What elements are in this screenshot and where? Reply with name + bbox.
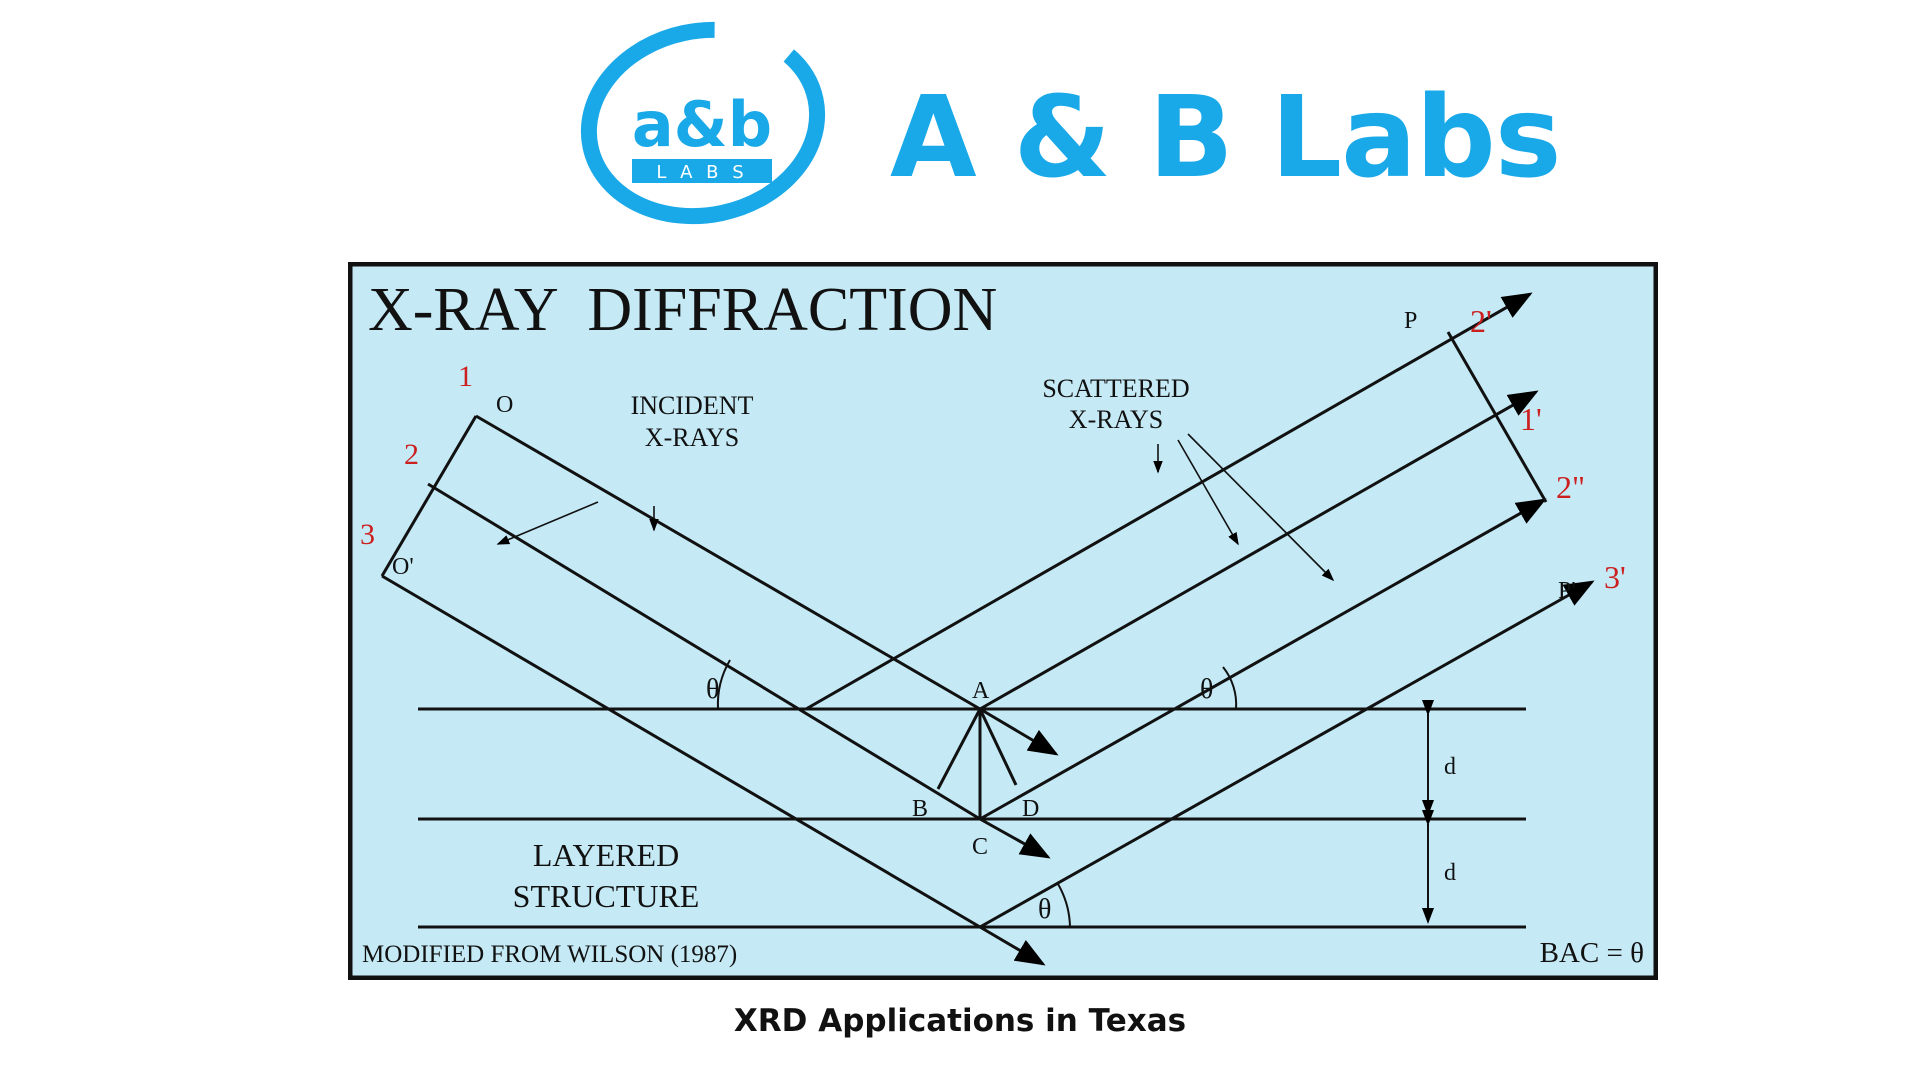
ray-label-in-3: 3 <box>360 518 375 551</box>
scattered-ray-2prime <box>805 292 1533 711</box>
scattered-pointer-2 <box>1177 439 1239 546</box>
transmitted-arrow-C <box>979 817 1051 859</box>
incident-ray-2 <box>427 482 981 821</box>
layered-label-line2: STRUCTURE <box>513 878 700 914</box>
ray-label-out-3prime: 3' <box>1604 559 1626 595</box>
point-A: A <box>972 678 990 704</box>
incident-ray-1 <box>475 414 981 711</box>
incident-label-line1: INCIDENT <box>631 391 754 420</box>
equation-label: BAC = θ <box>1540 937 1644 969</box>
scattered-wavefront <box>1446 331 1548 503</box>
incident-wavefront <box>380 415 478 577</box>
segment-AD <box>978 708 1018 786</box>
credit-label: MODIFIED FROM WILSON (1987) <box>362 941 737 968</box>
logo-mark-top-text: a&b <box>632 88 772 161</box>
ray-label-out-2dblprime: 2" <box>1556 469 1585 505</box>
point-P: P <box>1404 308 1417 334</box>
transmitted-arrow-bottom <box>979 925 1046 966</box>
scattered-ray-3prime <box>979 580 1595 929</box>
theta-label-left: θ <box>706 674 719 705</box>
brand-name: A & B Labs <box>890 73 1561 203</box>
segment-AB <box>936 708 982 790</box>
logo-mark-band <box>632 159 772 183</box>
theta-arc-bottom <box>1057 883 1071 928</box>
diagram-frame <box>348 262 1658 980</box>
ray-label-out-2prime: 2' <box>1470 303 1492 339</box>
logo-swoosh <box>580 21 826 225</box>
spacing-label-1: d <box>1444 754 1456 780</box>
theta-label-right: θ <box>1200 674 1213 705</box>
scattered-ray-1prime <box>979 390 1539 711</box>
point-O-prime: O' <box>392 554 414 580</box>
brand-logo-mark: a&b L A B S <box>580 21 826 225</box>
scattered-label-line2: X-RAYS <box>1069 405 1163 434</box>
layered-label-line1: LAYERED <box>533 837 679 873</box>
theta-label-bottom: θ <box>1038 894 1051 925</box>
spacing-label-2: d <box>1444 860 1456 886</box>
point-P-prime: P' <box>1558 578 1576 604</box>
incident-ray-3 <box>381 574 981 929</box>
ray-label-in-2: 2 <box>404 438 419 471</box>
point-C: C <box>972 834 988 860</box>
transmitted-arrow-A <box>979 707 1059 756</box>
incident-label-line2: X-RAYS <box>645 423 739 452</box>
point-B: B <box>912 796 928 822</box>
theta-arc-left <box>716 659 731 710</box>
scattered-label-line1: SCATTERED <box>1042 374 1189 403</box>
xrd-diagram: X-RAY DIFFRACTION INCIDENT X-RAYS SCATTE… <box>348 262 1658 980</box>
page-caption: XRD Applications in Texas <box>733 1003 1187 1039</box>
ray-label-out-1prime: 1' <box>1520 401 1542 437</box>
theta-arc-right <box>1222 666 1238 710</box>
ray-label-in-1: 1 <box>458 360 473 393</box>
point-O: O <box>496 392 513 418</box>
scattered-ray-2dblprime <box>979 498 1547 821</box>
diagram-title: X-RAY DIFFRACTION <box>368 276 997 344</box>
logo-mark-bottom-text: L A B S <box>656 162 747 183</box>
point-D: D <box>1022 796 1039 822</box>
scattered-pointer-3 <box>1187 433 1335 582</box>
incident-pointer-1 <box>496 501 599 545</box>
